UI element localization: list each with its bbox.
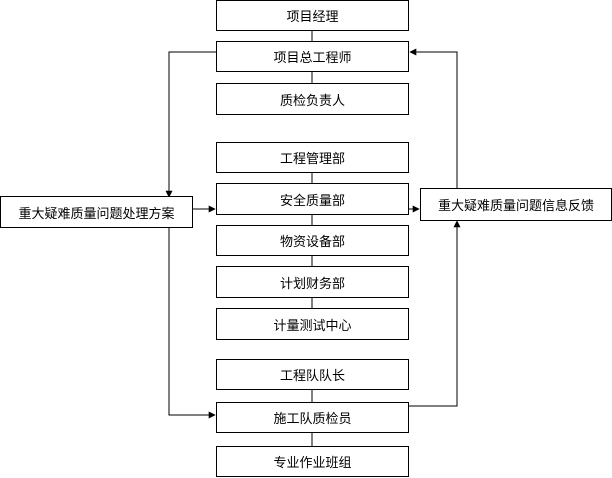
node-quality-inspection-lead: 质检负责人 xyxy=(216,83,409,115)
node-project-manager: 项目经理 xyxy=(216,0,409,31)
node-planning-finance-dept: 计划财务部 xyxy=(216,266,409,298)
edge-plan-to-inspector xyxy=(168,228,216,419)
node-feedback: 重大疑难质量问题信息反馈 xyxy=(420,188,612,221)
node-work-crew: 专业作业班组 xyxy=(216,446,409,477)
node-metrology-center: 计量测试中心 xyxy=(216,308,409,340)
node-safety-quality-dept: 安全质量部 xyxy=(216,183,409,215)
node-team-quality-inspector: 施工队质检员 xyxy=(216,402,409,433)
edge-feedback-to-chief xyxy=(409,48,458,189)
node-materials-equipment-dept: 物资设备部 xyxy=(216,225,409,256)
node-chief-engineer: 项目总工程师 xyxy=(216,41,409,72)
node-engineering-management-dept: 工程管理部 xyxy=(216,142,409,173)
node-handling-plan: 重大疑难质量问题处理方案 xyxy=(0,196,193,228)
edge-inspector-to-feedback xyxy=(409,220,461,407)
edge-chief-to-plan xyxy=(165,51,216,198)
node-team-leader: 工程队队长 xyxy=(216,359,409,390)
